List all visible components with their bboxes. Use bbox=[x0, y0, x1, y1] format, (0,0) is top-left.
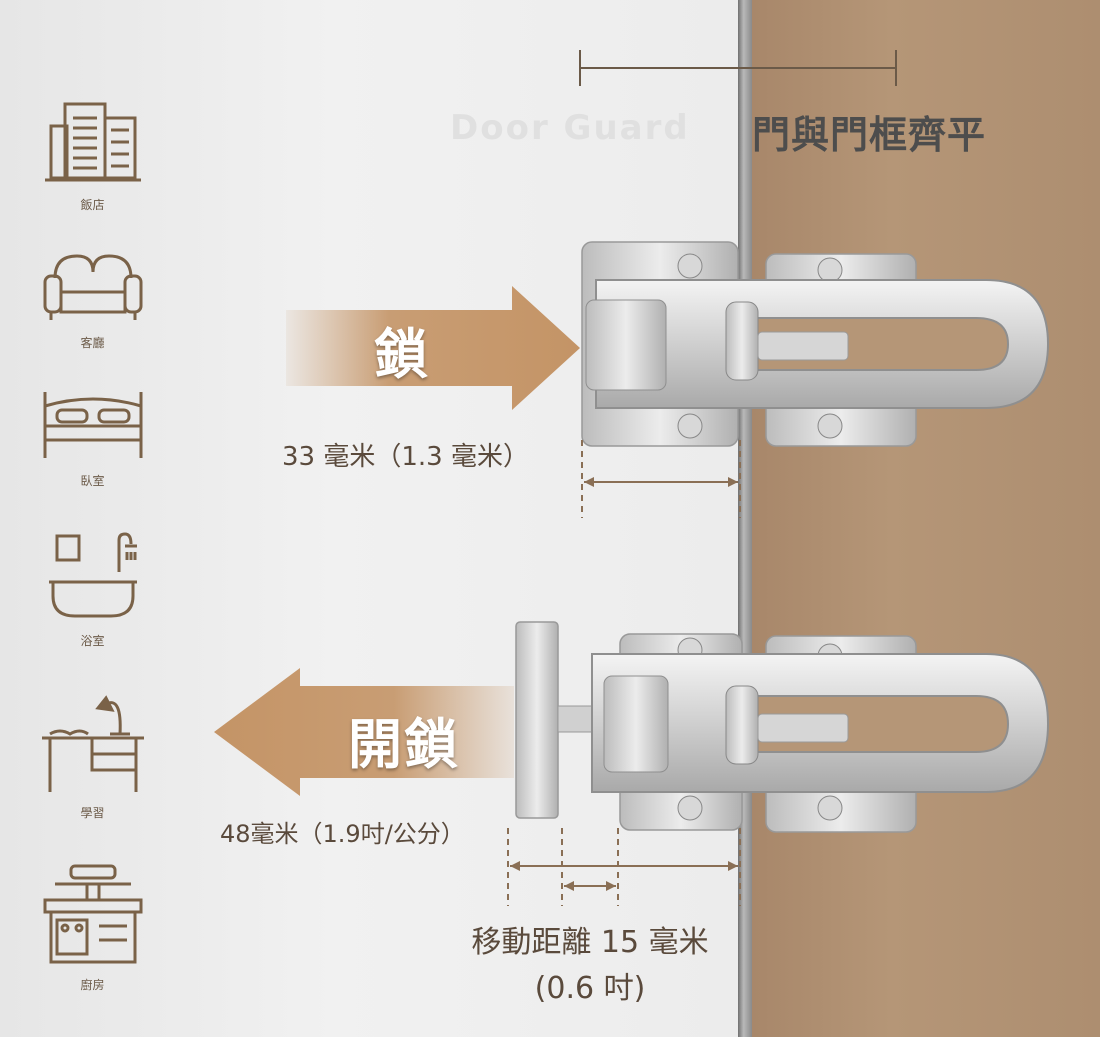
unlock-dimension-text: 48毫米（1.9吋/公分） bbox=[220, 820, 465, 848]
lock-label: 鎖 bbox=[374, 323, 430, 386]
unlock-dimension-marker bbox=[507, 828, 741, 906]
category-label: 學習 bbox=[80, 806, 105, 820]
move-distance: 移動距離 15 毫米 (0.6 吋) bbox=[440, 920, 740, 1012]
category-bathroom: 浴室 bbox=[20, 530, 165, 649]
category-label: 廚房 bbox=[80, 978, 105, 992]
kitchen-stove-icon bbox=[43, 864, 142, 964]
category-bedroom: 臥室 bbox=[20, 388, 165, 489]
category-label: 飯店 bbox=[80, 198, 105, 212]
unlock-arrow bbox=[214, 668, 514, 796]
category-label: 客廳 bbox=[80, 336, 105, 350]
sofa-icon bbox=[43, 254, 142, 320]
lock-dimension-text: 33 毫米（1.3 毫米） bbox=[282, 442, 529, 472]
category-study: 學習 bbox=[20, 694, 165, 821]
category-label: 臥室 bbox=[80, 474, 105, 488]
lock-arrow bbox=[286, 286, 580, 410]
lock-dimension-marker bbox=[581, 440, 741, 518]
category-label: 浴室 bbox=[80, 634, 105, 648]
move-distance-line1: 移動距離 15 毫米 bbox=[471, 925, 709, 960]
study-desk-icon bbox=[41, 695, 144, 792]
door-panel bbox=[752, 0, 1100, 1037]
bed-icon bbox=[43, 392, 142, 458]
category-living-room: 客廳 bbox=[20, 248, 165, 351]
category-kitchen: 廚房 bbox=[20, 862, 165, 993]
bathtub-icon bbox=[48, 532, 137, 618]
flush-heading: 門與門框齊平 bbox=[752, 113, 987, 157]
move-distance-line2: (0.6 吋) bbox=[534, 971, 646, 1006]
category-hotel: 飯店 bbox=[20, 96, 165, 213]
door-latch-illustration bbox=[515, 241, 1050, 833]
unlock-label: 開鎖 bbox=[348, 713, 460, 776]
flush-width-marker bbox=[579, 50, 897, 86]
hotel-building-icon bbox=[44, 102, 141, 182]
faded-heading: Door Guard bbox=[450, 108, 690, 148]
